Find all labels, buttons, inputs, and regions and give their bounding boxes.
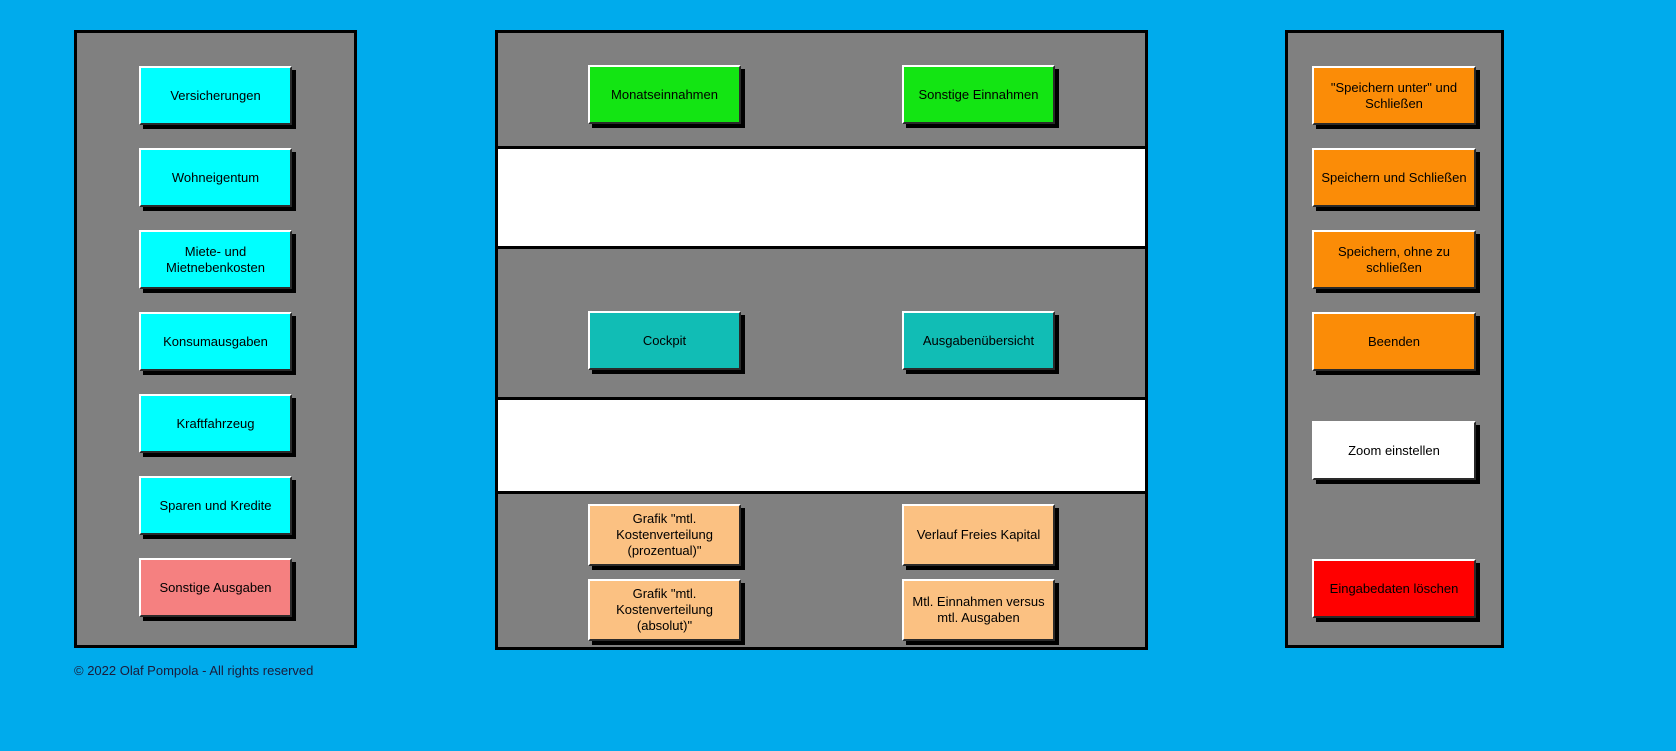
button-speichern-und-schliessen[interactable]: Speichern und Schließen <box>1312 148 1476 207</box>
sidebar-item-label: Sparen und Kredite <box>159 497 272 513</box>
sidebar-item-label: Konsumausgaben <box>163 333 268 349</box>
copyright-notice: © 2022 Olaf Pompola - All rights reserve… <box>74 663 314 678</box>
sidebar-item-konsumausgaben[interactable]: Konsumausgaben <box>139 312 292 371</box>
sidebar-item-label: Sonstige Ausgaben <box>159 579 272 595</box>
button-label: Speichern und Schließen <box>1321 169 1467 185</box>
sidebar-item-label: Miete- und Mietnebenkosten <box>165 243 265 275</box>
sidebar-item-label: Wohneigentum <box>171 169 260 185</box>
button-mtl-einnahmen-versus-ausgaben[interactable]: Mtl. Einnahmen versus mtl. Ausgaben <box>902 579 1055 641</box>
sidebar-item-sonstige-ausgaben[interactable]: Sonstige Ausgaben <box>139 558 292 617</box>
sidebar-item-sparen-und-kredite[interactable]: Sparen und Kredite <box>139 476 292 535</box>
button-label: Grafik "mtl. Kostenverteilung (prozentua… <box>616 511 713 558</box>
button-zoom-einstellen[interactable]: Zoom einstellen <box>1312 421 1476 480</box>
button-label: Eingabedaten löschen <box>1329 580 1459 596</box>
button-sonstige-einnahmen[interactable]: Sonstige Einnahmen <box>902 65 1055 124</box>
sidebar-item-label: Versicherungen <box>170 87 261 103</box>
button-label: Beenden <box>1367 333 1421 349</box>
button-label: Grafik "mtl. Kostenverteilung (absolut)" <box>616 586 713 633</box>
button-label: Ausgabenübersicht <box>922 332 1035 348</box>
button-beenden[interactable]: Beenden <box>1312 312 1476 371</box>
sidebar-item-wohneigentum[interactable]: Wohneigentum <box>139 148 292 207</box>
content-area-lower <box>498 397 1145 494</box>
button-speichern-unter-und-schliessen[interactable]: "Speichern unter" und Schließen <box>1312 66 1476 125</box>
center-panel: Monatseinnahmen Sonstige Einnahmen Cockp… <box>495 30 1148 650</box>
button-label: Verlauf Freies Kapital <box>916 527 1041 543</box>
button-eingabedaten-loeschen[interactable]: Eingabedaten löschen <box>1312 559 1476 618</box>
button-grafik-kostenverteilung-absolut[interactable]: Grafik "mtl. Kostenverteilung (absolut)" <box>588 579 741 641</box>
button-label: Monatseinnahmen <box>611 86 718 102</box>
button-label: Cockpit <box>642 332 687 348</box>
button-monatseinnahmen[interactable]: Monatseinnahmen <box>588 65 741 124</box>
button-grafik-kostenverteilung-prozentual[interactable]: Grafik "mtl. Kostenverteilung (prozentua… <box>588 504 741 566</box>
sidebar-item-miete-mietnebenkosten[interactable]: Miete- und Mietnebenkosten <box>139 230 292 289</box>
button-cockpit[interactable]: Cockpit <box>588 311 741 370</box>
button-label: Zoom einstellen <box>1348 442 1440 458</box>
button-label: Sonstige Einnahmen <box>918 86 1039 102</box>
sidebar-item-kraftfahrzeug[interactable]: Kraftfahrzeug <box>139 394 292 453</box>
sidebar-item-label: Kraftfahrzeug <box>176 415 255 431</box>
button-ausgabenuebersicht[interactable]: Ausgabenübersicht <box>902 311 1055 370</box>
sidebar-item-versicherungen[interactable]: Versicherungen <box>139 66 292 125</box>
button-label: Speichern, ohne zu schließen <box>1337 243 1451 275</box>
button-label: Mtl. Einnahmen versus mtl. Ausgaben <box>912 594 1045 625</box>
left-sidebar-panel: Versicherungen Wohneigentum Miete- und M… <box>74 30 357 648</box>
button-speichern-ohne-zu-schliessen[interactable]: Speichern, ohne zu schließen <box>1312 230 1476 289</box>
button-label: "Speichern unter" und Schließen <box>1330 79 1458 111</box>
content-area-upper <box>498 146 1145 249</box>
button-verlauf-freies-kapital[interactable]: Verlauf Freies Kapital <box>902 504 1055 566</box>
right-sidebar-panel: "Speichern unter" und Schließen Speicher… <box>1285 30 1504 648</box>
